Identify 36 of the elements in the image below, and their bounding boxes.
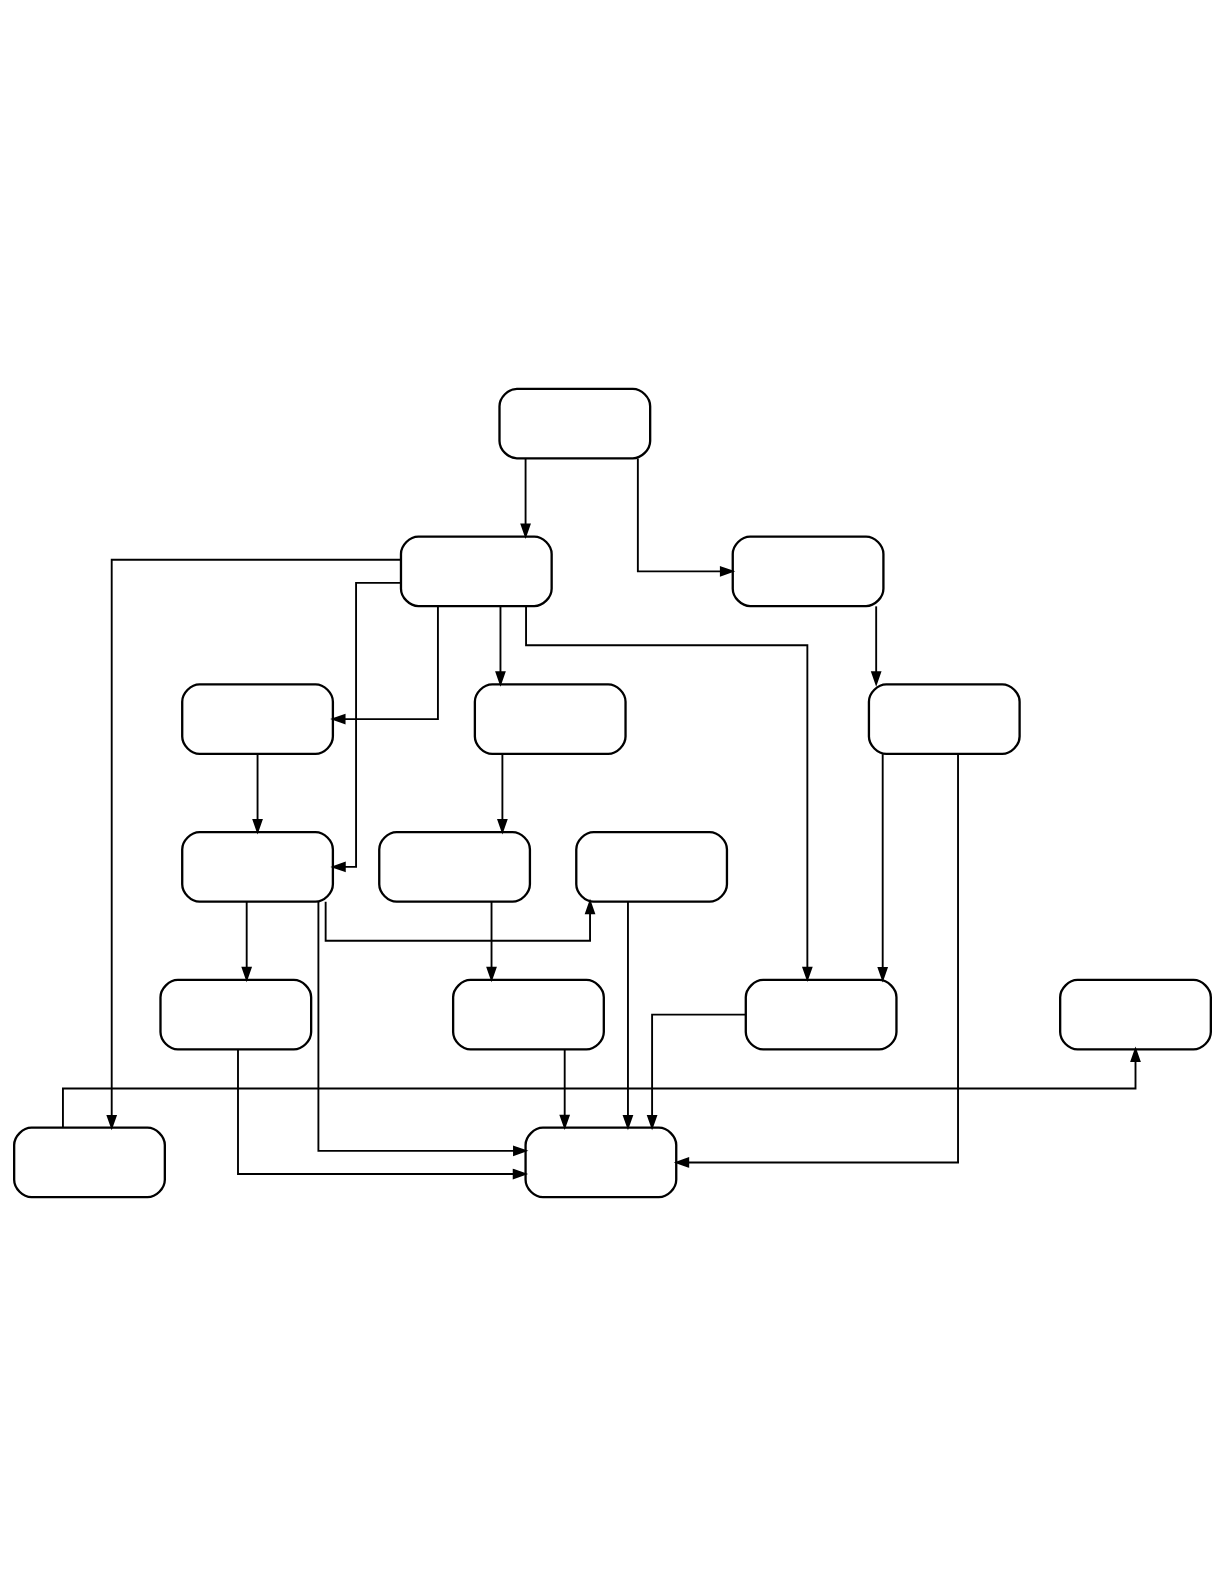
arrow (252, 752, 263, 834)
arrow (62, 1046, 1141, 1129)
node-box (731, 534, 885, 607)
arrow (559, 1048, 571, 1130)
arrow (870, 604, 882, 687)
arrow (106, 558, 402, 1130)
node-box (13, 1126, 166, 1198)
arrow (497, 752, 508, 834)
node-box (867, 682, 1021, 755)
arrow (525, 604, 813, 982)
node-box (1059, 978, 1212, 1051)
arrow (237, 1048, 529, 1179)
node-box (524, 1126, 678, 1198)
arrow (317, 900, 529, 1156)
arrow (646, 1013, 747, 1130)
node-box (451, 978, 605, 1051)
node-box (744, 978, 898, 1051)
node-box (378, 830, 532, 903)
node-box (159, 978, 313, 1051)
arrow (877, 752, 889, 982)
arrow (636, 457, 736, 577)
arrow (330, 581, 402, 872)
arrow (673, 752, 959, 1168)
arrow (330, 604, 439, 724)
node-box (473, 682, 627, 755)
arrow (324, 898, 596, 942)
arrow (520, 457, 531, 539)
arrow (486, 900, 497, 982)
node-box (181, 682, 335, 755)
node-box (399, 534, 553, 607)
node-box (575, 830, 729, 903)
arrow (241, 900, 253, 982)
node-box (498, 387, 652, 459)
arrow (622, 900, 634, 1130)
node-box (181, 830, 335, 903)
arrow (495, 604, 506, 687)
